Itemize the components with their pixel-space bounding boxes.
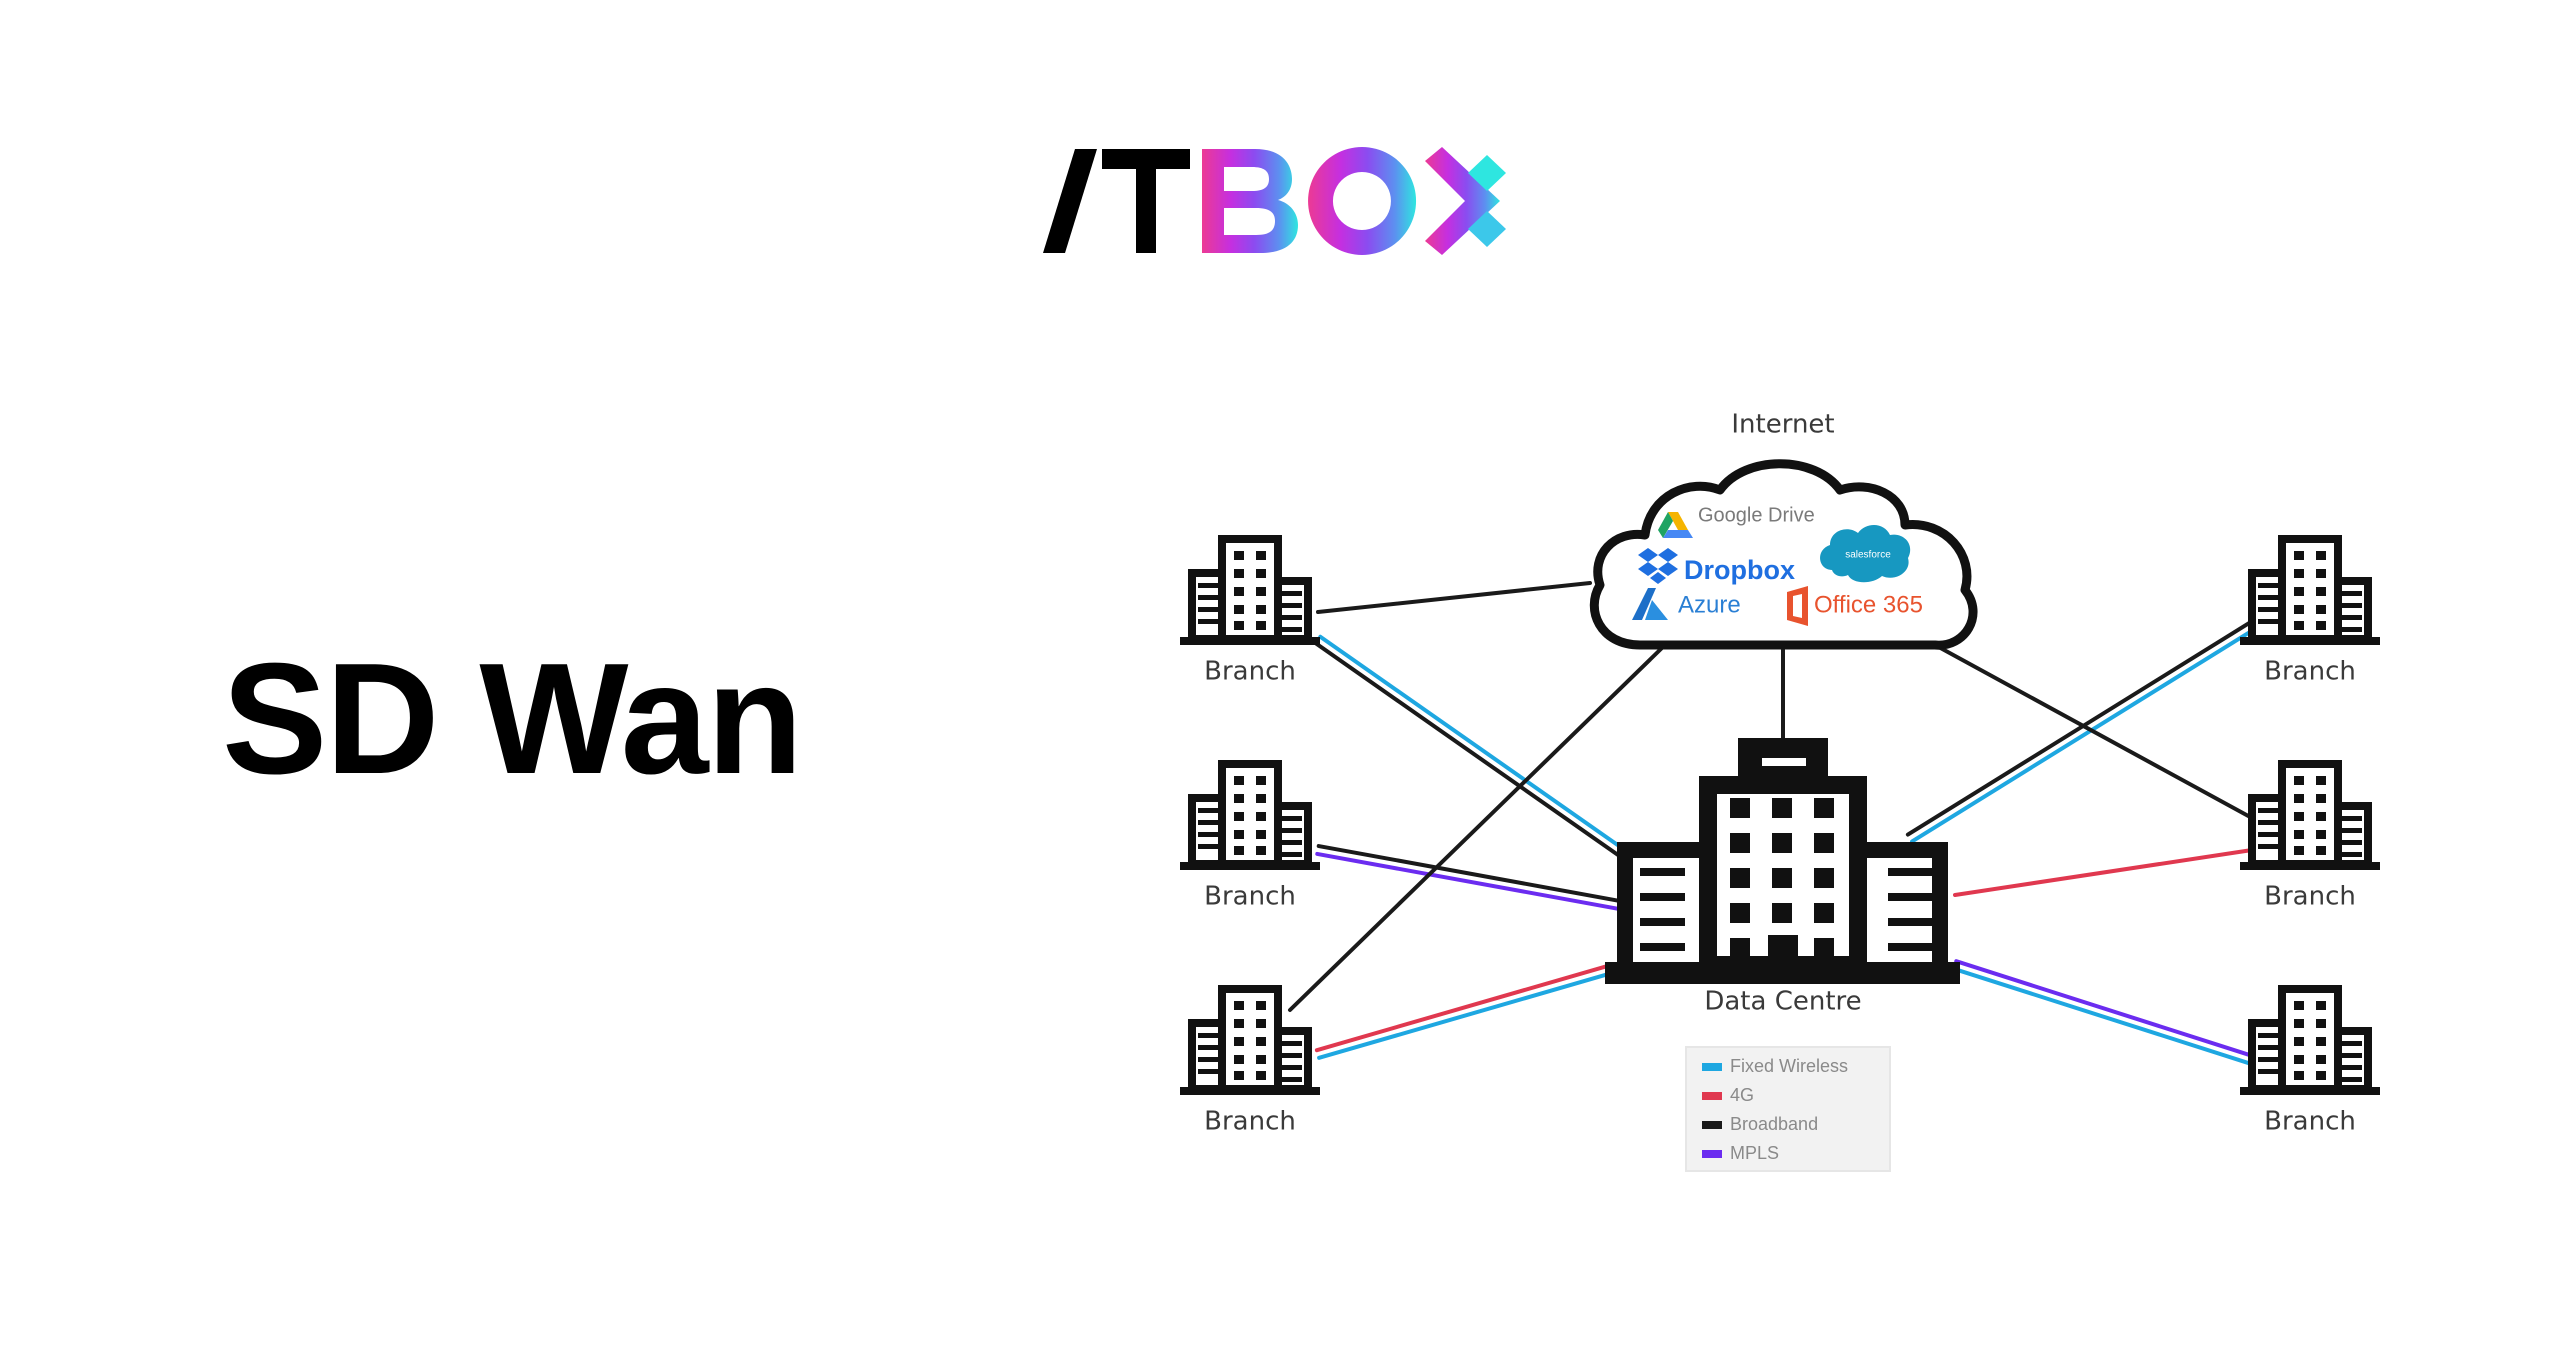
legend-item-broadband: Broadband <box>1702 1114 1818 1134</box>
data-centre-building <box>1605 738 1960 984</box>
legend-label: MPLS <box>1730 1143 1779 1163</box>
office-365-label: Office 365 <box>1814 591 1923 618</box>
link-branch-left-1-to-data-centre-broadband <box>1313 641 1625 861</box>
building-icon <box>1180 764 1320 870</box>
branch-label: Branch <box>1204 657 1296 687</box>
cloud-shape <box>1589 459 1978 650</box>
google-drive-label: Google Drive <box>1698 505 1815 527</box>
logo-slash <box>1043 149 1097 253</box>
legend-label: Broadband <box>1730 1114 1818 1134</box>
link-branch-right-3-to-data-centre-mpls <box>1954 959 2256 1059</box>
link-branch-right-3-to-data-centre-fixed-wireless <box>1951 966 2253 1066</box>
branch-right-3: Branch <box>2240 989 2380 1137</box>
salesforce-logo: salesforce <box>1820 524 1911 583</box>
data-centre-label: Data Centre <box>1704 987 1861 1017</box>
link-branch-left-1-to-data-centre-fixed-wireless <box>1318 634 1630 854</box>
logo-x-dot-bottom <box>1468 211 1506 247</box>
logo-x-dot-top <box>1468 155 1506 191</box>
branch-right-2: Branch <box>2240 764 2380 912</box>
legend-item-mpls: MPLS <box>1702 1143 1779 1163</box>
branch-right-1: Branch <box>2240 539 2380 687</box>
building-icon <box>1180 539 1320 645</box>
internet-label: Internet <box>1731 410 1834 440</box>
google-drive-logo: Google Drive <box>1658 505 1815 538</box>
logo-x-chevron <box>1425 147 1500 255</box>
azure-label: Azure <box>1678 591 1741 618</box>
branch-label: Branch <box>1204 882 1296 912</box>
branch-left-2: Branch <box>1180 764 1320 912</box>
page-title: SD Wan <box>222 631 803 807</box>
connection-links <box>1288 581 2257 1066</box>
salesforce-label: salesforce <box>1845 550 1891 561</box>
azure-logo: Azure <box>1632 588 1741 620</box>
legend-swatch <box>1702 1063 1722 1071</box>
building-icon <box>2240 539 2380 645</box>
branch-label: Branch <box>2264 882 2356 912</box>
legend-swatch <box>1702 1121 1722 1129</box>
logo-b <box>1202 149 1298 253</box>
legend-swatch <box>1702 1092 1722 1100</box>
link-branch-right-1-to-data-centre-broadband <box>1905 620 2252 837</box>
link-branch-left-3-to-internet-broadband <box>1288 643 1667 1012</box>
legend-swatch <box>1702 1150 1722 1158</box>
link-branch-left-3-to-data-centre-fixed-wireless <box>1317 971 1612 1060</box>
building-icon <box>2240 764 2380 870</box>
branch-label: Branch <box>1204 1107 1296 1137</box>
link-branch-right-1-to-data-centre-fixed-wireless <box>1910 627 2257 844</box>
link-branch-left-1-to-internet-broadband <box>1316 581 1592 614</box>
building-icon <box>1180 989 1320 1095</box>
link-branch-right-2-to-data-centre-4g <box>1953 848 2254 897</box>
branch-left-3: Branch <box>1180 989 1320 1137</box>
link-branch-left-2-to-data-centre-mpls <box>1315 851 1627 912</box>
itbox-logo <box>1043 147 1506 255</box>
internet-cloud: Google Drive Dropbox salesforce Azure <box>1589 459 1978 650</box>
link-branch-right-2-to-internet-broadband <box>1933 643 2254 820</box>
building-icon <box>2240 989 2380 1095</box>
legend-label: Fixed Wireless <box>1730 1056 1848 1076</box>
dropbox-label: Dropbox <box>1684 555 1795 585</box>
logo-t-stem <box>1136 149 1156 253</box>
link-branch-left-2-to-data-centre-broadband <box>1316 844 1628 905</box>
legend-item-fixed-wireless: Fixed Wireless <box>1702 1056 1848 1076</box>
branch-left-1: Branch <box>1180 539 1320 687</box>
logo-o <box>1308 147 1417 255</box>
office-365-logo: Office 365 <box>1787 586 1923 626</box>
legend-label: 4G <box>1730 1085 1754 1105</box>
branch-label: Branch <box>2264 1107 2356 1137</box>
legend-item-4g: 4G <box>1702 1085 1754 1105</box>
branch-label: Branch <box>2264 657 2356 687</box>
link-branch-left-3-to-data-centre-4g <box>1314 964 1609 1053</box>
dropbox-logo: Dropbox <box>1638 548 1795 585</box>
